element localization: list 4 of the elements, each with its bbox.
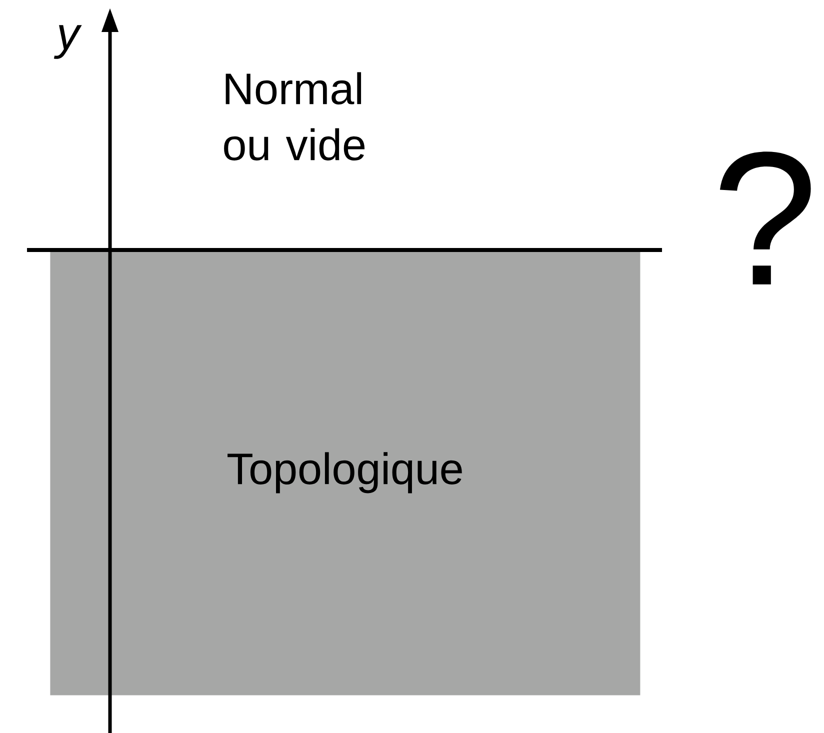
axis-label: y [54, 25, 82, 59]
region-box: Topologique [50, 250, 640, 696]
region-label: Normal ou vide [224, 72, 365, 160]
question-mark: ? [720, 152, 811, 284]
